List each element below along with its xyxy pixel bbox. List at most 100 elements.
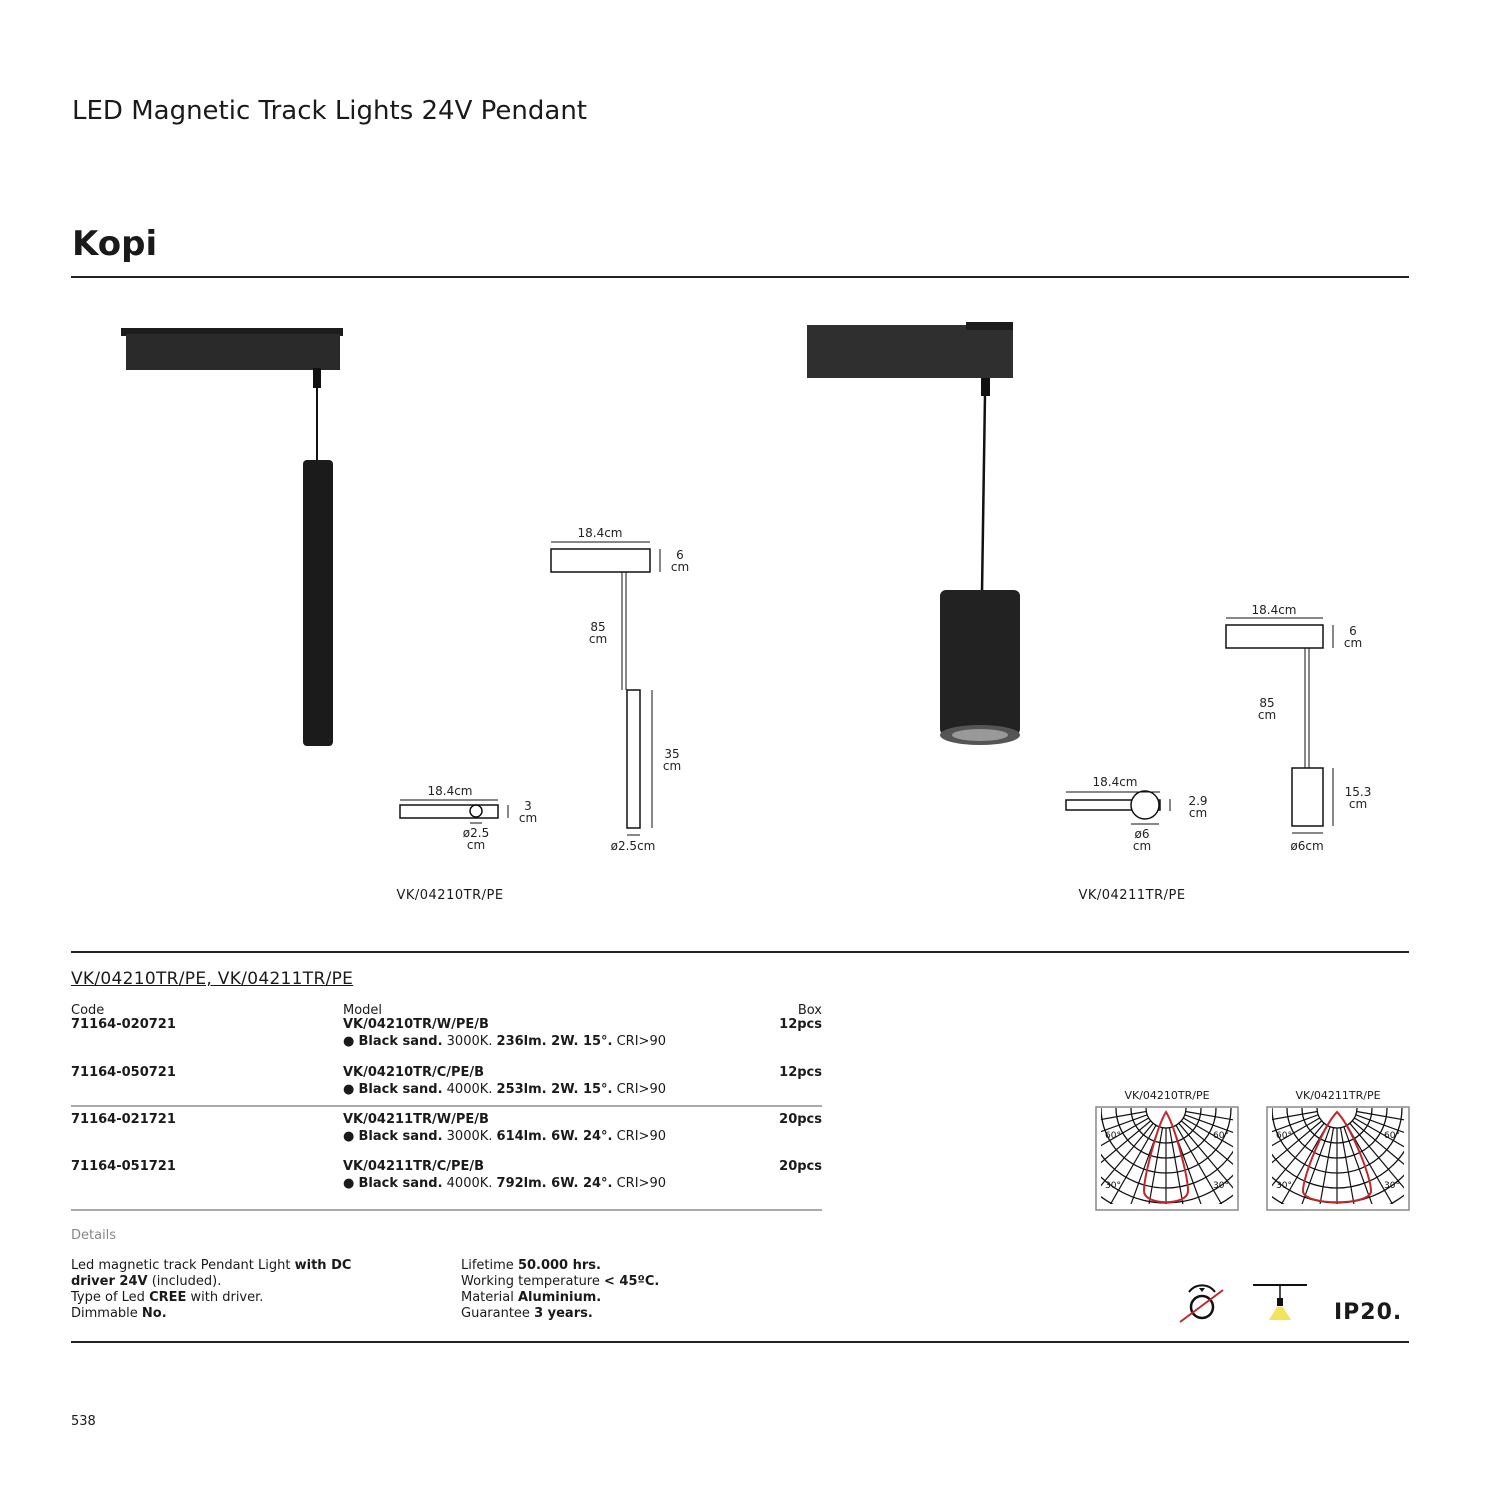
not-dimmable-icon bbox=[1179, 1284, 1224, 1323]
angle-label: 60° bbox=[1276, 1131, 1292, 1141]
angle-label: 60° bbox=[1213, 1131, 1229, 1141]
col-header-model: Model bbox=[343, 1003, 383, 1018]
details-text: No. bbox=[141, 1306, 167, 1321]
spec-line: ● Black sand. 4000K. 792lm. 6W. 24°. CRI… bbox=[343, 1176, 666, 1191]
box-cell: 20pcs bbox=[779, 1159, 822, 1174]
details-line: Led magnetic track Pendant Light with DC bbox=[71, 1258, 351, 1274]
polar-chart: 60° 60° 30° 30° bbox=[1095, 1106, 1239, 1211]
dim-width: 18.4cm bbox=[1251, 603, 1297, 617]
dimension-drawing-1 bbox=[399, 541, 661, 836]
details-line: Type of Led CREE with driver. bbox=[71, 1290, 351, 1306]
ip-rating: IP20. bbox=[1334, 1300, 1403, 1325]
model-cell: VK/04211TR/C/PE/B bbox=[343, 1159, 485, 1174]
product-photo-1 bbox=[121, 328, 343, 746]
page-title: Kopi bbox=[72, 224, 158, 264]
product-photo-2 bbox=[807, 322, 1020, 745]
dimension-drawing-2 bbox=[1065, 617, 1334, 834]
divider bbox=[71, 276, 1409, 278]
angle-label: 60° bbox=[1384, 1131, 1400, 1141]
divider bbox=[71, 1341, 1409, 1343]
col-header-code: Code bbox=[71, 1003, 105, 1018]
details-right: Lifetime 50.000 hrs.Working temperature … bbox=[461, 1258, 659, 1322]
code-cell: 71164-051721 bbox=[71, 1159, 176, 1174]
details-line: Material Aluminium. bbox=[461, 1290, 659, 1306]
code-cell: 71164-050721 bbox=[71, 1065, 176, 1080]
polar-chart: 60° 60° 30° 30° bbox=[1266, 1106, 1410, 1211]
dim-diameter: ø2.5cm bbox=[610, 839, 656, 853]
details-text: with driver. bbox=[186, 1290, 264, 1305]
details-text: < 45ºC. bbox=[604, 1274, 660, 1289]
color-dot-icon: ● bbox=[343, 1176, 359, 1191]
dim-top-width: 18.4cm bbox=[1092, 775, 1138, 789]
details-text: Material bbox=[461, 1290, 518, 1305]
details-text: Dimmable bbox=[71, 1306, 142, 1321]
code-cell: 71164-021721 bbox=[71, 1112, 176, 1127]
page-number: 538 bbox=[71, 1414, 96, 1429]
details-text: (included). bbox=[147, 1274, 222, 1289]
product-caption-1: VK/04210TR/PE bbox=[396, 888, 504, 903]
details-text: Type of Led bbox=[71, 1290, 150, 1305]
details-text: CREE bbox=[149, 1290, 187, 1305]
details-heading: Details bbox=[71, 1228, 117, 1243]
angle-label: 30° bbox=[1276, 1181, 1292, 1191]
details-text: Guarantee bbox=[461, 1306, 535, 1321]
table-heading: VK/04210TR/PE, VK/04211TR/PE bbox=[71, 969, 354, 989]
details-text: Lifetime bbox=[461, 1258, 518, 1273]
details-line: driver 24V (included). bbox=[71, 1274, 351, 1290]
details-text: with DC bbox=[294, 1258, 352, 1273]
details-text: Led magnetic track Pendant Light bbox=[71, 1258, 295, 1273]
model-cell: VK/04211TR/W/PE/B bbox=[343, 1112, 489, 1127]
dim-width: 18.4cm bbox=[577, 526, 623, 540]
dim-top-width: 18.4cm bbox=[427, 784, 473, 798]
angle-label: 30° bbox=[1384, 1181, 1400, 1191]
details-line: Working temperature < 45ºC. bbox=[461, 1274, 659, 1290]
color-dot-icon: ● bbox=[343, 1034, 359, 1049]
dim-diameter: ø6cm bbox=[1290, 839, 1324, 853]
model-cell: VK/04210TR/W/PE/B bbox=[343, 1017, 489, 1032]
color-dot-icon: ● bbox=[343, 1082, 359, 1097]
box-cell: 20pcs bbox=[779, 1112, 822, 1127]
spec-line: ● Black sand. 4000K. 253lm. 2W. 15°. CRI… bbox=[343, 1082, 666, 1097]
angle-label: 60° bbox=[1105, 1131, 1121, 1141]
spec-line: ● Black sand. 3000K. 614lm. 6W. 24°. CRI… bbox=[343, 1129, 666, 1144]
model-cell: VK/04210TR/C/PE/B bbox=[343, 1065, 485, 1080]
feature-icons bbox=[1179, 1284, 1307, 1323]
details-line: Dimmable No. bbox=[71, 1306, 351, 1322]
product-caption-2: VK/04211TR/PE bbox=[1078, 888, 1186, 903]
details-line: Guarantee 3 years. bbox=[461, 1306, 659, 1322]
details-text: Aluminium. bbox=[517, 1290, 602, 1305]
box-cell: 12pcs bbox=[779, 1017, 822, 1032]
angle-label: 30° bbox=[1105, 1181, 1121, 1191]
table-bottom-divider bbox=[71, 1209, 822, 1211]
angle-label: 30° bbox=[1213, 1181, 1229, 1191]
beam-curve bbox=[1301, 1110, 1373, 1204]
color-dot-icon: ● bbox=[343, 1129, 359, 1144]
beam-curve bbox=[1142, 1110, 1190, 1204]
details-line: Lifetime 50.000 hrs. bbox=[461, 1258, 659, 1274]
box-cell: 12pcs bbox=[779, 1065, 822, 1080]
col-header-box: Box bbox=[797, 1003, 822, 1018]
details-left: Led magnetic track Pendant Light with DC… bbox=[71, 1258, 351, 1322]
spec-line: ● Black sand. 3000K. 236lm. 2W. 15°. CRI… bbox=[343, 1034, 666, 1049]
pendant-icon bbox=[1253, 1284, 1307, 1320]
details-text: 50.000 hrs. bbox=[517, 1258, 601, 1273]
page-subtitle: LED Magnetic Track Lights 24V Pendant bbox=[72, 96, 587, 126]
code-cell: 71164-020721 bbox=[71, 1017, 176, 1032]
polar-label: VK/04210TR/PE bbox=[1124, 1089, 1210, 1102]
details-text: driver 24V bbox=[71, 1274, 148, 1289]
product-illustrations bbox=[121, 322, 1334, 836]
details-text: Working temperature bbox=[461, 1274, 604, 1289]
group-divider bbox=[71, 1105, 822, 1107]
polar-label: VK/04211TR/PE bbox=[1295, 1089, 1381, 1102]
details-text: 3 years. bbox=[534, 1306, 593, 1321]
